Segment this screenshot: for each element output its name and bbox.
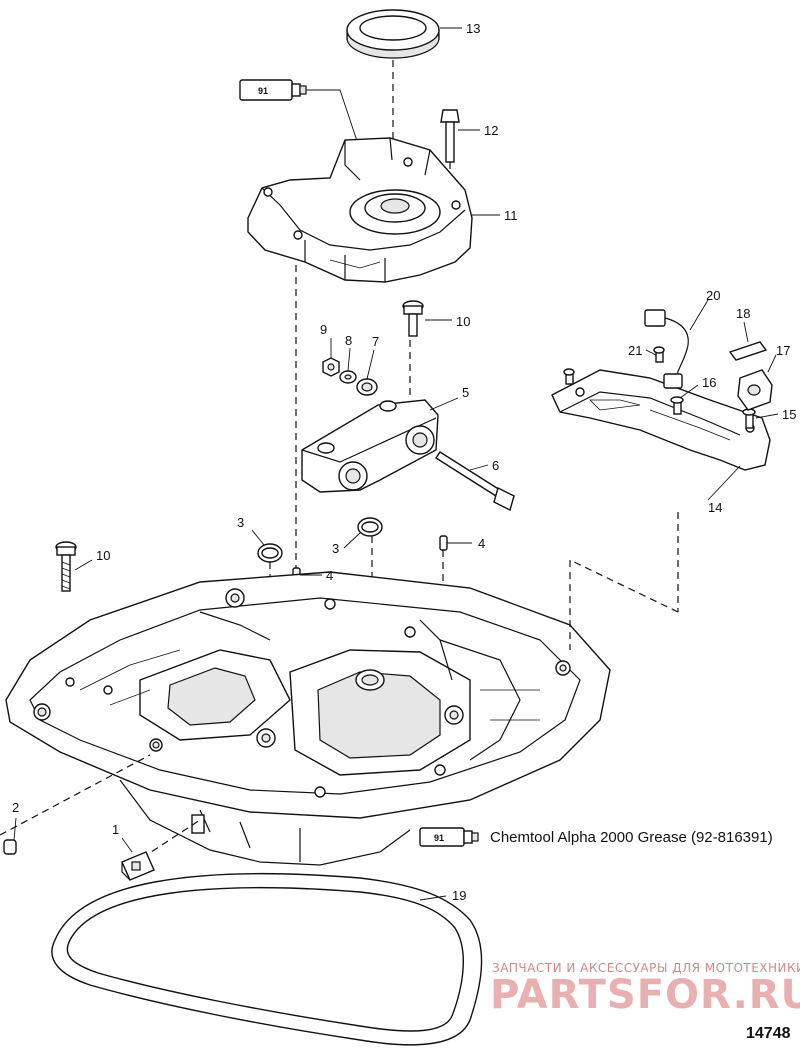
watermark: ЗАПЧАСТИ И АКСЕССУАРЫ ДЛЯ МОТОТЕХНИКИ PA… bbox=[490, 961, 800, 1018]
callout-1: 1 bbox=[112, 822, 119, 837]
callout-21: 21 bbox=[628, 343, 642, 358]
callout-2: 2 bbox=[12, 800, 19, 815]
part-6-bolt bbox=[435, 451, 515, 512]
part-18-clip bbox=[728, 341, 768, 361]
watermark-brand: PARTSFOR.RU bbox=[490, 972, 800, 1018]
callout-10-left: 10 bbox=[96, 548, 110, 563]
adapter-plate bbox=[5, 571, 611, 866]
callout-3-right: 3 bbox=[332, 541, 339, 556]
part-14-bracket bbox=[551, 369, 771, 471]
callout-17: 17 bbox=[776, 343, 790, 358]
watermark-tagline: ЗАПЧАСТИ И АКСЕССУАРЫ ДЛЯ МОТОТЕХНИКИ bbox=[492, 961, 800, 975]
tube-top-label: 91 bbox=[258, 86, 268, 96]
part-8-washer bbox=[339, 370, 357, 384]
part-11-cover-housing bbox=[247, 137, 473, 283]
callout-5: 5 bbox=[462, 385, 469, 400]
callout-6: 6 bbox=[492, 458, 499, 473]
part-5-bracket bbox=[301, 399, 439, 493]
callout-4-left: 4 bbox=[326, 568, 333, 583]
callout-13: 13 bbox=[466, 21, 480, 36]
part-13-seal bbox=[346, 9, 440, 59]
part-17-sensor-block bbox=[737, 369, 773, 411]
callout-11: 11 bbox=[504, 208, 518, 223]
callout-18: 18 bbox=[736, 306, 750, 321]
part-16-screw bbox=[670, 396, 684, 415]
part-15-screw bbox=[742, 408, 756, 429]
part-12-bolt bbox=[440, 109, 460, 163]
grease-tube-top: 91 bbox=[239, 79, 307, 101]
callout-16: 16 bbox=[702, 375, 716, 390]
callout-7: 7 bbox=[372, 334, 379, 349]
part-9-nut bbox=[322, 357, 340, 377]
callout-15: 15 bbox=[782, 407, 796, 422]
callout-14: 14 bbox=[708, 500, 722, 515]
part-19-gasket bbox=[51, 872, 483, 1046]
part-20-sensor-harness bbox=[644, 309, 689, 389]
part-10-bolt-upper bbox=[402, 300, 424, 337]
leader-lines bbox=[13, 27, 779, 901]
callout-8: 8 bbox=[345, 333, 352, 348]
callout-4-right: 4 bbox=[478, 536, 485, 551]
part-7-washer bbox=[356, 378, 378, 396]
part-3-oring-left bbox=[257, 543, 283, 563]
callout-numbers: 13 12 11 10 9 8 7 5 6 3 3 4 4 10 2 1 19 … bbox=[12, 21, 796, 903]
figure-number: 14748 bbox=[746, 1025, 791, 1042]
part-4-dowel-right bbox=[439, 535, 448, 551]
part-1-coupler bbox=[121, 851, 155, 881]
part-10-bolt-left bbox=[55, 541, 77, 592]
callout-20: 20 bbox=[706, 288, 720, 303]
callout-9: 9 bbox=[320, 322, 327, 337]
legend-text: Chemtool Alpha 2000 Grease (92-816391) bbox=[490, 829, 773, 846]
part-21-screw bbox=[563, 346, 665, 385]
part-3-oring-right bbox=[357, 517, 383, 537]
legend-tube-label: 91 bbox=[434, 833, 444, 843]
callout-12: 12 bbox=[484, 123, 498, 138]
grease-legend: 91 Chemtool Alpha 2000 Grease (92-816391… bbox=[419, 827, 773, 847]
callout-10-upper: 10 bbox=[456, 314, 470, 329]
callout-3-left: 3 bbox=[237, 515, 244, 530]
callout-19: 19 bbox=[452, 888, 466, 903]
part-2-plug bbox=[3, 839, 17, 855]
